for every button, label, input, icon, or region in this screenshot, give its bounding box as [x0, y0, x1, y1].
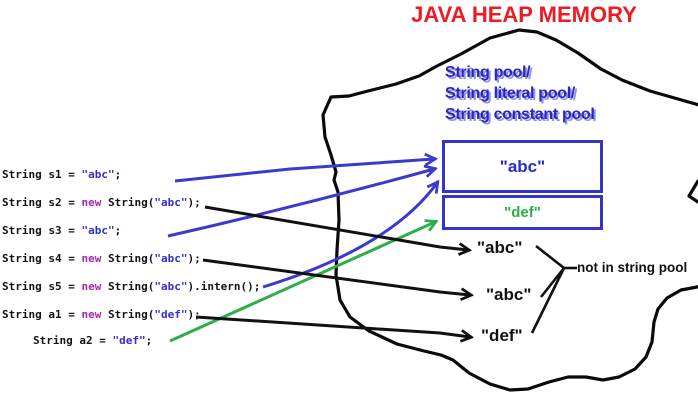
pool-cell-abc-value: "abc" [499, 156, 546, 176]
string-pool-label-line1: String pool/ [445, 64, 531, 81]
heap-object-def: "def" [481, 326, 523, 345]
code-line-s5: String s5 = new String("abc").intern(); [2, 280, 261, 293]
arrow-s5-intern-to-pool [262, 183, 437, 289]
pool-cell-def-value: "def" [504, 204, 541, 221]
callout-line-abc1 [535, 244, 565, 270]
code-line-s4: String s4 = new String("abc"); [2, 252, 201, 265]
heap-cloud-outline [321, 28, 698, 392]
page-title: JAVA HEAP MEMORY [411, 2, 637, 27]
code-line-s1: String s1 = "abc"; [2, 168, 122, 181]
callout-line-abc2 [539, 267, 566, 298]
string-pool-label: String pool/ String literal pool/ String… [445, 62, 595, 125]
not-in-string-pool-label: not in string pool [577, 260, 688, 275]
arrow-s4-to-heap-abc2 [202, 258, 470, 295]
heap-object-abc-2: "abc" [486, 285, 532, 304]
code-line-a2: String a2 = "def"; [33, 334, 153, 347]
code-line-s2: String s2 = new String("abc"); [2, 196, 201, 209]
callout-line-def [530, 267, 566, 334]
pool-cell-def: "def" [442, 195, 603, 230]
arrow-s3-to-pool [167, 169, 434, 238]
string-pool-label-line2: String literal pool/ [445, 85, 576, 102]
code-line-a1: String a1 = new String("def"); [2, 308, 201, 321]
arrow-s1-to-pool [174, 159, 434, 183]
arrow-a1-to-heap-def [195, 315, 470, 337]
arrow-a2-to-pool [169, 222, 435, 343]
pool-cell-abc: "abc" [442, 140, 603, 193]
string-pool-label-line3: String constant pool [445, 106, 595, 123]
heap-object-abc-1: "abc" [477, 238, 523, 257]
arrow-s2-to-heap-abc1 [204, 205, 468, 250]
code-line-s3: String s3 = "abc"; [2, 224, 122, 237]
